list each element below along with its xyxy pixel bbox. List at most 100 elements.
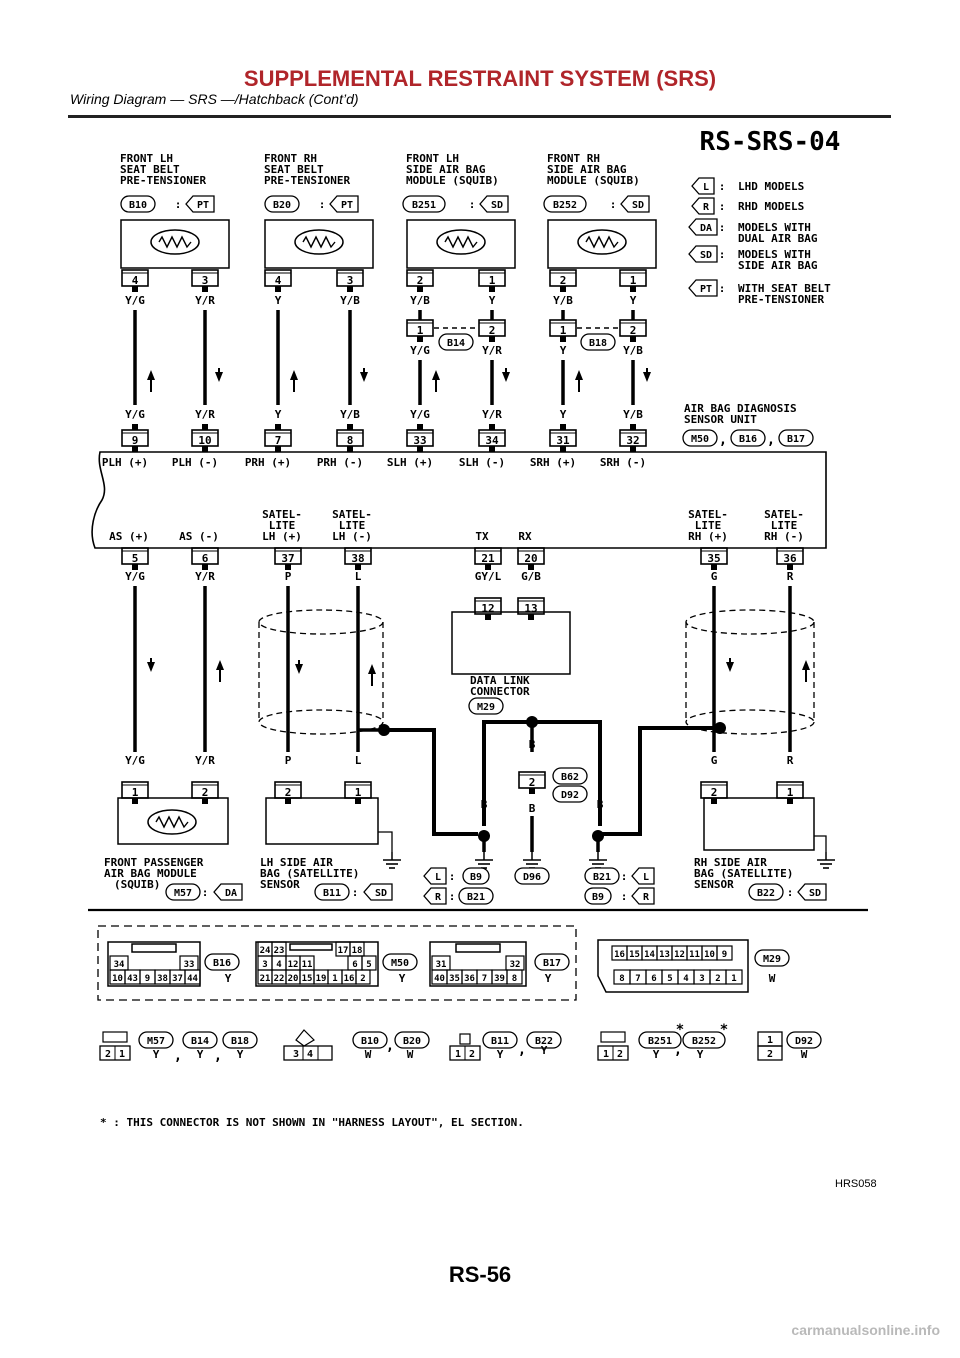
legend-desc: DUAL AIR BAG: [738, 232, 818, 245]
pin-stub: [202, 446, 208, 452]
legend-desc: RHD MODELS: [738, 200, 804, 213]
component-name: FRONT RH: [264, 152, 317, 165]
shield-bottom: [685, 709, 815, 735]
m50-pin: 24: [260, 946, 271, 956]
unit-pin-num: 34: [485, 434, 499, 447]
legend-tag-L-text: L: [703, 182, 709, 193]
wire-color: Y/B: [410, 294, 430, 307]
case-ground-wire: [814, 835, 827, 852]
colon: :: [469, 198, 476, 211]
conn-B10-text: B10: [129, 200, 147, 211]
gnd-conn-D96: [514, 867, 550, 885]
gj-conn-D92-text: D92: [561, 790, 579, 801]
cond-SD-text: SD: [809, 888, 821, 899]
ground-wire: [482, 720, 532, 826]
legend-tag-SD-text: SD: [700, 250, 712, 261]
squib-resistor: [436, 229, 486, 255]
m29-pin: 6: [651, 974, 656, 984]
unit-terminal-label: LITE: [771, 519, 798, 532]
pin: 4: [307, 1049, 313, 1060]
unit-pin-num: 36: [783, 552, 797, 565]
unit-pin-num: 21: [481, 552, 495, 565]
joint-pin-num: 2: [489, 324, 496, 337]
m29-pin: 13: [659, 950, 670, 960]
wire-color: B: [529, 738, 536, 751]
component-name: RH SIDE AIR: [694, 856, 767, 869]
pin-stub: [630, 424, 636, 430]
unit-terminal-label: SATEL-: [262, 508, 302, 521]
pin-stub: [630, 446, 636, 452]
wire-color: R: [787, 570, 794, 583]
pin-num: 3: [202, 274, 209, 287]
cv-conn-b16: [204, 953, 240, 971]
wire-color: Y/G: [410, 408, 430, 421]
connector-body-b17: [429, 941, 527, 987]
pin: 2: [617, 1049, 623, 1060]
component-name: BAG (SATELLITE): [694, 867, 793, 880]
legend-colon: :: [719, 221, 726, 234]
pin-num: 4: [132, 274, 139, 287]
conn-B252-text: B252: [553, 200, 577, 211]
pin-stub: [355, 798, 361, 804]
pin: 1: [455, 1049, 461, 1060]
b16-pin: 38: [157, 974, 168, 984]
dlc-conn-M29-text: M29: [477, 702, 495, 713]
b17-pin: 39: [494, 974, 505, 984]
m29-pin: 10: [704, 950, 715, 960]
cv-conn: [394, 1031, 430, 1049]
asterisk: *: [720, 1022, 728, 1038]
m50-pin: 2: [360, 974, 365, 984]
connector-key: [295, 1029, 315, 1047]
conn-B251: [402, 195, 446, 213]
connector-key: [455, 943, 501, 953]
unit-terminal-label: LH (+): [262, 530, 302, 543]
pin-stub: [529, 788, 535, 794]
pin-stub: [787, 798, 793, 804]
m50-pin: 21: [260, 974, 271, 984]
conn-B20: [264, 195, 300, 213]
cond-SD-text: SD: [375, 888, 387, 899]
component-name: MODULE (SQUIB): [406, 174, 499, 187]
wire-color: G: [711, 570, 718, 583]
wire-color: Y/R: [195, 754, 215, 767]
conn-M57: [165, 883, 201, 901]
unit-pin-num: 10: [198, 434, 211, 447]
unit-terminal-label: SRH (+): [530, 456, 576, 469]
m50-pin: 18: [352, 946, 363, 956]
cond-tag: [631, 867, 655, 885]
unit-conn-B16: [730, 429, 766, 447]
cv-conn: [526, 1031, 562, 1049]
cond-SD-text: SD: [491, 200, 503, 211]
joint-conn-B14: [438, 333, 474, 351]
legend-colon: :: [719, 180, 726, 193]
pin-num: 1: [630, 274, 637, 287]
m29-pin: 15: [629, 950, 640, 960]
wire-color: Y/R: [195, 570, 215, 583]
unit-pin-num: 32: [626, 434, 639, 447]
wire-color: GY/L: [475, 570, 502, 583]
connector-color: Y: [697, 1048, 704, 1061]
component-name: PRE-TENSIONER: [264, 174, 350, 187]
unit-pin-num: 9: [132, 434, 139, 447]
joint-pin-num: 1: [560, 324, 567, 337]
pin-stub: [787, 564, 793, 570]
b17-pin: 35: [449, 974, 460, 984]
ground-wire: [532, 720, 602, 826]
dlc-conn-M29: [468, 697, 504, 715]
cv-conn-text: B18: [231, 1036, 249, 1047]
gj-conn-B62-text: B62: [561, 772, 579, 783]
pin-stub: [132, 446, 138, 452]
colon: :: [787, 886, 794, 899]
arrow-up-icon: [575, 370, 583, 380]
legend-colon: :: [719, 200, 726, 213]
arrow-down-icon: [360, 372, 368, 382]
m29-pin: 7: [635, 974, 640, 984]
component-name: FRONT LH: [120, 152, 173, 165]
colon: :: [449, 870, 456, 883]
wire-color: Y/B: [623, 344, 643, 357]
connector-key: [289, 943, 333, 951]
unit-pin-num: 8: [347, 434, 354, 447]
m29-cell: [716, 945, 733, 961]
pin-stub: [560, 446, 566, 452]
pin-stub: [417, 286, 423, 292]
